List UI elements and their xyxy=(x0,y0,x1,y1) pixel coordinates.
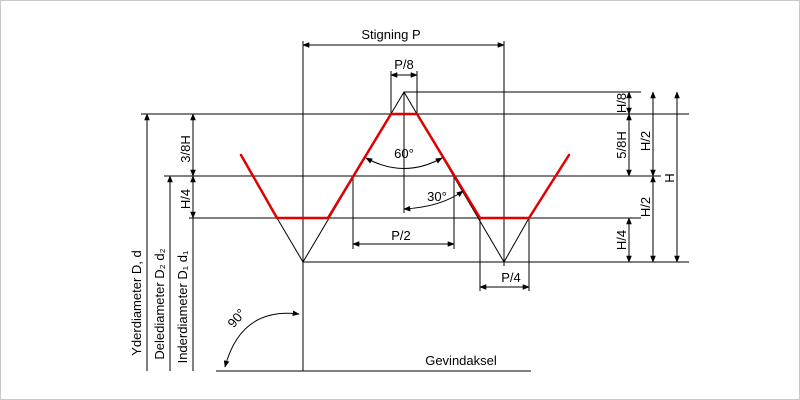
angle30-arc xyxy=(403,190,464,212)
major-diameter-label: Yderdiameter D, d xyxy=(129,250,144,356)
angle90-label: 90° xyxy=(224,306,248,331)
pitch-diameter-label: Delediameter D₂ d₂ xyxy=(152,248,167,359)
angle90-arc xyxy=(223,310,300,368)
h4-left-label: H/4 xyxy=(178,189,193,209)
thread-profile xyxy=(239,112,571,220)
h2-top-label: H/2 xyxy=(638,131,653,151)
pitch-label: Stigning P xyxy=(361,27,420,42)
p4-label: P/4 xyxy=(501,270,521,285)
h4-right-label: H/4 xyxy=(614,230,629,250)
thread-axis-label: Gevindaksel xyxy=(425,353,497,368)
h38-label: 3/8H xyxy=(178,135,193,162)
minor-diameter-label: Inderdiameter D₁ d₁ xyxy=(175,250,190,363)
angle60-arc xyxy=(365,157,443,169)
h58-label: 5/8H xyxy=(614,131,629,158)
p2-label: P/2 xyxy=(391,228,411,243)
p8-label: P/8 xyxy=(394,57,414,72)
h8-label: H/8 xyxy=(614,93,629,113)
angle60-label: 60° xyxy=(394,146,414,161)
h-label: H xyxy=(662,173,677,182)
h2-bottom-label: H/2 xyxy=(638,197,653,217)
fundamental-triangle xyxy=(276,91,530,263)
angle30-label: 30° xyxy=(427,189,447,204)
